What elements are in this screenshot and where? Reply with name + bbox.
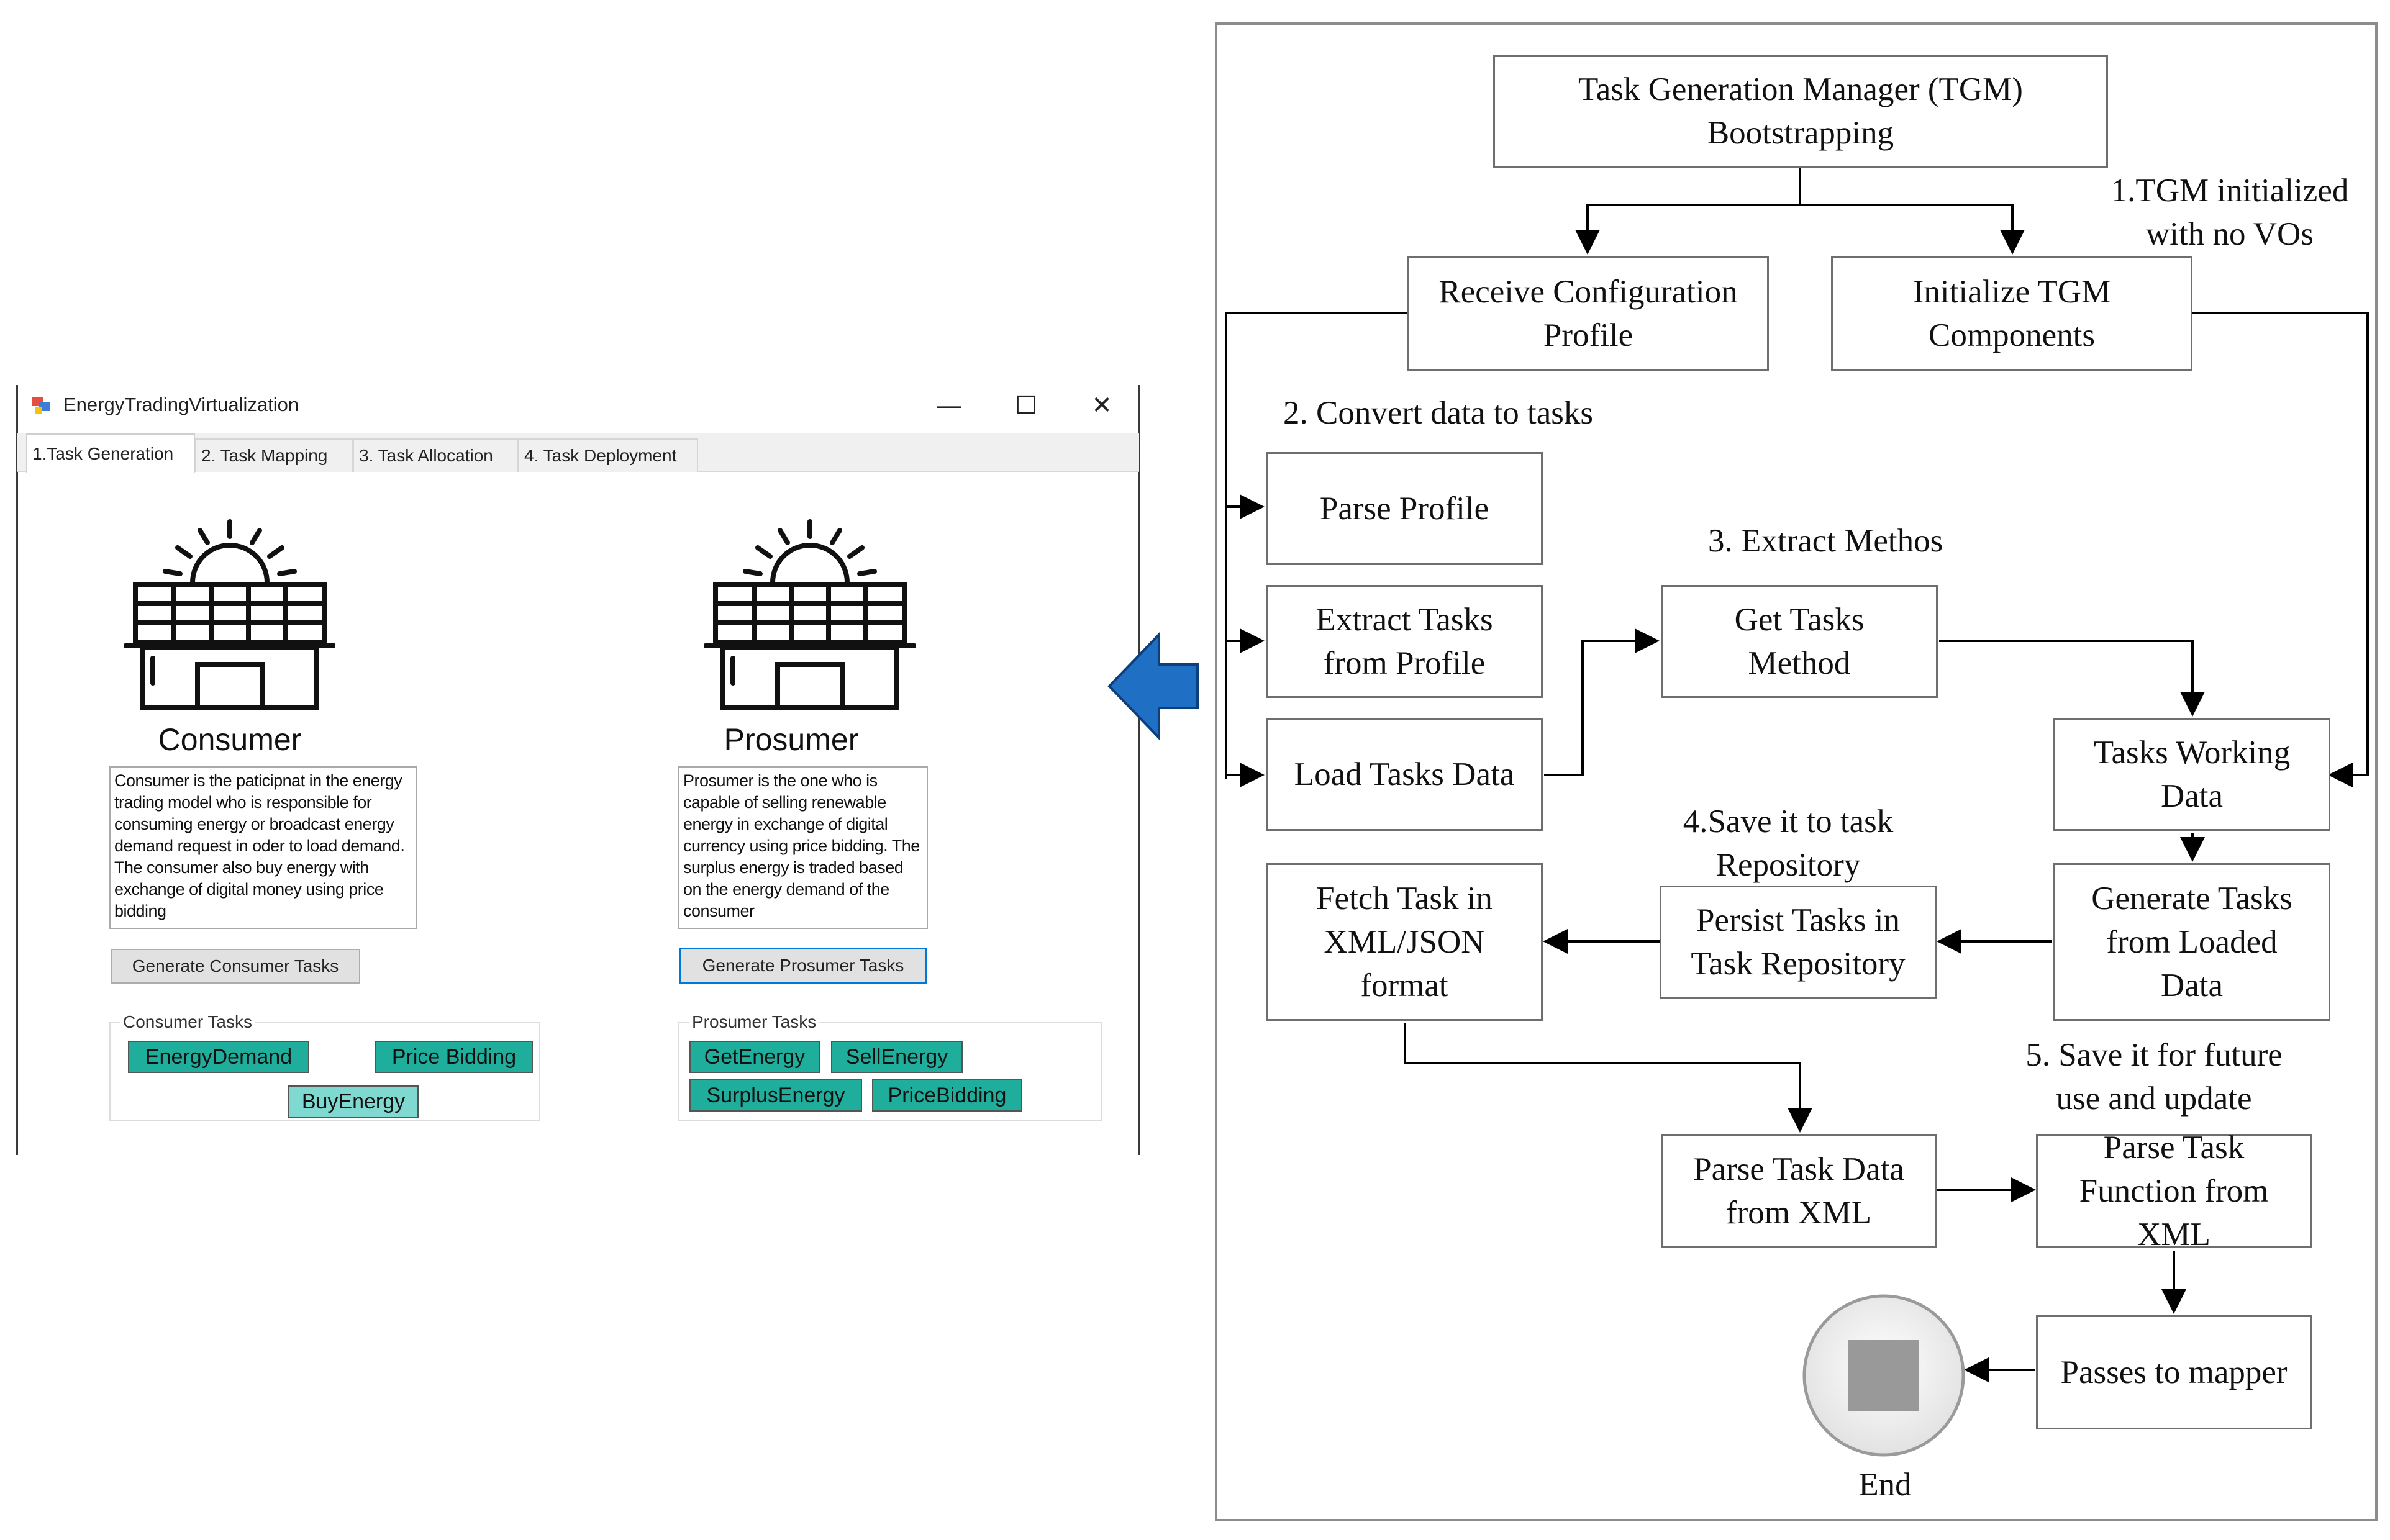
task-price-bidding-prosumer[interactable]: PriceBidding [872, 1079, 1022, 1112]
close-button[interactable]: ✕ [1091, 392, 1112, 419]
left-arrow-icon [1107, 632, 1199, 741]
end-label: End [1858, 1467, 1912, 1503]
tgm-bootstrapping-box: Task Generation Manager (TGM)Bootstrappi… [1493, 55, 2108, 168]
generate-prosumer-tasks-button[interactable]: Generate Prosumer Tasks [679, 948, 927, 984]
task-get-energy[interactable]: GetEnergy [689, 1041, 820, 1073]
task-price-bidding[interactable]: Price Bidding [375, 1041, 533, 1073]
task-energy-demand[interactable]: EnergyDemand [128, 1041, 309, 1073]
prosumer-tasks-label: Prosumer Tasks [689, 1012, 819, 1032]
consumer-title: Consumer [158, 722, 302, 757]
window-left-border [16, 385, 18, 1155]
tab-bar: 1.Task Generation 2. Task Mapping 3. Tas… [17, 433, 1139, 473]
window-title: EnergyTradingVirtualization [63, 394, 299, 415]
load-tasks-box: Load Tasks Data [1266, 718, 1543, 831]
consumer-tasks-label: Consumer Tasks [120, 1012, 255, 1032]
consumer-description[interactable]: Consumer is the paticipnat in the energy… [109, 766, 417, 929]
tab-task-mapping[interactable]: 2. Task Mapping [195, 438, 353, 472]
task-buy-energy[interactable]: BuyEnergy [288, 1085, 419, 1118]
tab-task-deployment[interactable]: 4. Task Deployment [518, 438, 698, 472]
window-right-border [1138, 385, 1140, 1155]
prosumer-description[interactable]: Prosumer is the one who is capable of se… [678, 766, 928, 929]
task-sell-energy[interactable]: SellEnergy [831, 1041, 963, 1073]
prosumer-tasks-group [678, 1022, 1102, 1121]
task-surplus-energy[interactable]: SurplusEnergy [689, 1079, 862, 1112]
stop-icon [1802, 1294, 1965, 1457]
minimize-button[interactable]: — [937, 391, 961, 419]
note-extract-methods: 3. Extract Methos [1708, 523, 1943, 559]
tab-task-allocation[interactable]: 3. Task Allocation [353, 438, 518, 472]
prosumer-title: Prosumer [724, 722, 859, 757]
passes-to-mapper-box: Passes to mapper [2036, 1315, 2312, 1429]
note-convert-data: 2. Convert data to tasks [1283, 395, 1593, 431]
house-solar-icon [704, 519, 916, 710]
house-solar-icon [124, 519, 335, 710]
tab-task-generation[interactable]: 1.Task Generation [26, 433, 195, 473]
consumer-tasks-group [109, 1022, 540, 1121]
maximize-button[interactable]: ☐ [1015, 392, 1037, 419]
flowchart-frame [1215, 22, 2378, 1521]
window-titlebar[interactable]: EnergyTradingVirtualization — ☐ ✕ [17, 384, 1139, 427]
app-icon [32, 397, 50, 414]
generate-consumer-tasks-button[interactable]: Generate Consumer Tasks [111, 949, 360, 984]
parse-profile-box: Parse Profile [1266, 452, 1543, 565]
